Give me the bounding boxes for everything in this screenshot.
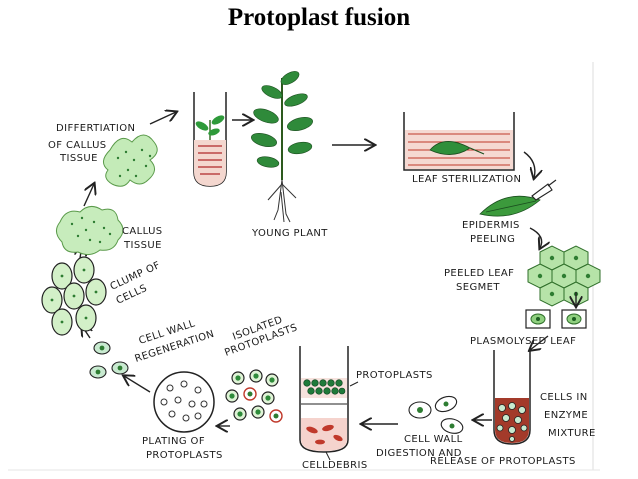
label-differentiation: OF CALLUS	[48, 140, 107, 151]
label-cell-debris: CELLDEBRIS	[302, 460, 368, 471]
epidermis-peeling-leaf	[479, 179, 557, 217]
label-cells-enzyme: CELLS IN	[540, 392, 588, 403]
culture-tube	[193, 92, 227, 187]
label-leaf-sterilization: LEAF STERILIZATION	[412, 174, 521, 185]
pointer-line	[349, 381, 359, 387]
pointer-line	[325, 451, 331, 461]
label-digestion: DIGESTION AND	[376, 448, 462, 459]
isolated-protoplasts	[225, 369, 283, 423]
label-protoplasts: PROTOPLASTS	[356, 370, 433, 381]
label-plating: PROTOPLASTS	[146, 450, 223, 461]
label-callus: CALLUS	[122, 226, 163, 237]
callus-tissue	[56, 206, 124, 256]
sterilization-beaker	[403, 112, 515, 171]
label-epidermis: PEELING	[470, 234, 515, 245]
arrow	[83, 184, 94, 207]
plating-dish	[153, 371, 215, 433]
label-cells-enzyme: ENZYME	[544, 410, 588, 421]
label-cells-enzyme: MIXTURE	[548, 428, 596, 439]
young-plant	[251, 71, 313, 223]
page-title: Protoplast fusion	[227, 4, 411, 31]
label-cell-wall: CELL WALL	[404, 434, 463, 445]
label-plating: PLATING OF	[142, 436, 205, 447]
label-peeled-leaf: PEELED LEAF	[444, 268, 514, 279]
differentiated-callus	[103, 134, 158, 187]
label-plasmolysed: PLASMOLYSED LEAF	[470, 336, 576, 347]
cell-clump-nuclei	[50, 268, 98, 324]
label-differentiation: TISSUE	[59, 153, 98, 164]
arrow	[149, 112, 176, 125]
label-callus: TISSUE	[123, 240, 162, 251]
plasmolysed-cells	[525, 309, 587, 329]
label-epidermis: EPIDERMIS	[462, 220, 520, 231]
label-digestion: RELEASE OF PROTOPLASTS	[430, 456, 576, 467]
peeled-leaf-segment	[527, 245, 601, 307]
label-young-plant: YOUNG PLANT	[251, 228, 328, 239]
arrow	[529, 227, 542, 248]
enzyme-mixture-tube	[493, 350, 531, 445]
gradient-tube	[299, 346, 349, 453]
label-differentiation: DIFFERTIATION	[56, 123, 135, 134]
arrow	[124, 376, 151, 393]
regenerated-cells	[89, 341, 129, 379]
label-peeled-leaf: SEGMET	[456, 282, 500, 293]
digested-cells	[408, 395, 464, 434]
arrow	[523, 151, 535, 178]
arrow	[530, 335, 549, 350]
